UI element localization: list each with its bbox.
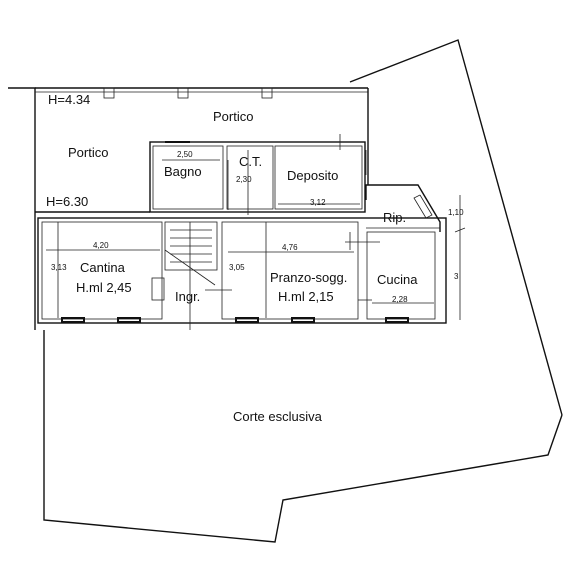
- label-corte: Corte esclusiva: [233, 409, 323, 424]
- label-height-left: H=6.30: [46, 194, 88, 209]
- dim-pranzo-height: 3,05: [229, 263, 245, 272]
- label-bagno: Bagno: [164, 164, 202, 179]
- portico-outline: [35, 87, 369, 213]
- dim-deposito-width: 3,12: [310, 198, 326, 207]
- label-portico-top: Portico: [213, 109, 253, 124]
- dim-cucina-width: 2,28: [392, 295, 408, 304]
- dim-side-bottom: 3: [454, 272, 459, 281]
- dim-side-top: 1,10: [448, 208, 464, 217]
- label-portico-left: Portico: [68, 145, 108, 160]
- label-cucina: Cucina: [377, 272, 418, 287]
- ground-floor-block: [37, 184, 447, 330]
- label-pranzo-height: H.ml 2,15: [278, 289, 334, 304]
- dim-cantina-height: 3,13: [51, 263, 67, 272]
- label-ct: C.T.: [239, 154, 262, 169]
- label-cantina: Cantina: [80, 260, 126, 275]
- dim-cantina-width: 4,20: [93, 241, 109, 250]
- label-pranzo: Pranzo-sogg.: [270, 270, 347, 285]
- dim-pranzo-width: 4,76: [282, 243, 298, 252]
- label-deposito: Deposito: [287, 168, 338, 183]
- service-block: [149, 134, 367, 215]
- label-cantina-height: H.ml 2,45: [76, 280, 132, 295]
- label-height-top: H=4.34: [48, 92, 90, 107]
- label-ingr: Ingr.: [175, 289, 200, 304]
- dim-ct-height: 2,30: [236, 175, 252, 184]
- dim-bagno-width: 2,50: [177, 150, 193, 159]
- label-rip: Rip.: [383, 210, 406, 225]
- dimension-lines: [46, 159, 466, 320]
